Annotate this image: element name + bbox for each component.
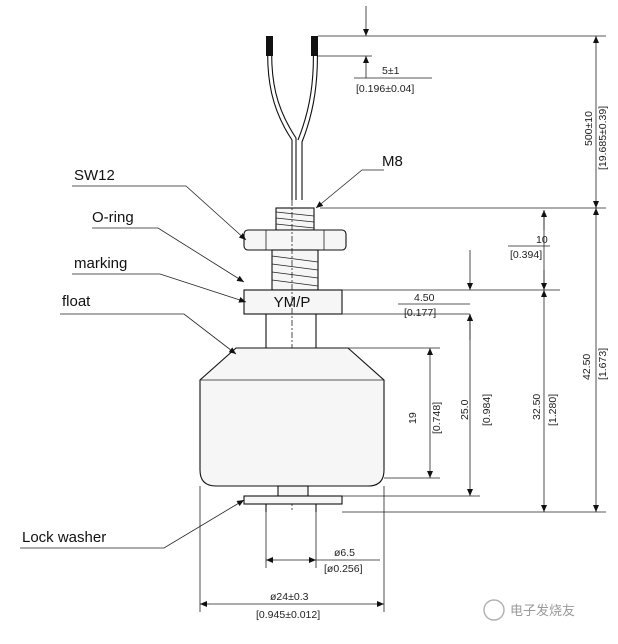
dim-float-dia-inch: [0.945±0.012] xyxy=(256,609,320,621)
dim-travel-inch: [0.984] xyxy=(481,394,493,426)
dim-wire-length-mm: 500±10 xyxy=(583,111,595,146)
nut-marking-text: YM/P xyxy=(274,294,311,311)
dim-thread-inch: [0.394] xyxy=(510,249,542,261)
watermark: 电子发烧友 xyxy=(483,599,575,621)
dimensions: 5±1 [0.196±0.04] 500±10 [19.685±0.39] 10… xyxy=(199,6,609,621)
dim-thread-mm: 10 xyxy=(536,234,548,246)
dim-stem-mm: ø6.5 xyxy=(334,547,355,559)
lock-washer-assembly xyxy=(243,485,343,512)
callouts: SW12 O-ring marking float Lock washer M8 xyxy=(20,153,403,549)
marking-block: YM/P xyxy=(243,289,343,315)
dim-float-dia-mm: ø24±0.3 xyxy=(270,591,309,603)
dim-overall-inch: [1.673] xyxy=(597,348,609,380)
dim-wire-length-inch: [19.685±0.39] xyxy=(597,106,609,170)
dim-float-mm: 19 xyxy=(407,412,419,424)
oring-section xyxy=(271,249,319,291)
threaded-stem xyxy=(275,207,315,231)
dim-wire-strip-inch: [0.196±0.04] xyxy=(356,83,414,95)
label-marking: marking xyxy=(74,255,127,272)
float-body xyxy=(199,347,385,487)
watermark-text: 电子发烧友 xyxy=(510,603,575,618)
dim-switch-mm: 32.50 xyxy=(531,394,543,420)
dim-nut-inch: [0.177] xyxy=(404,307,436,319)
label-lock-washer: Lock washer xyxy=(22,529,106,546)
sw12-nut xyxy=(243,229,347,251)
dim-float-inch: [0.748] xyxy=(431,402,443,434)
label-oring: O-ring xyxy=(92,209,134,226)
stem xyxy=(265,200,317,510)
label-m8: M8 xyxy=(382,153,403,170)
dim-travel-mm: 25.0 xyxy=(459,399,471,420)
label-sw12: SW12 xyxy=(74,167,115,184)
lead-wires xyxy=(266,36,318,200)
dim-wire-strip-mm: 5±1 xyxy=(382,65,400,77)
wire-tip-left xyxy=(266,36,273,56)
dim-overall-mm: 42.50 xyxy=(581,354,593,380)
label-float: float xyxy=(62,293,91,310)
watermark-logo-icon xyxy=(483,599,505,621)
wire-tip-right xyxy=(311,36,318,56)
dim-nut-mm: 4.50 xyxy=(414,292,435,304)
dim-stem-inch: [ø0.256] xyxy=(324,563,363,575)
dim-switch-inch: [1.280] xyxy=(547,394,559,426)
